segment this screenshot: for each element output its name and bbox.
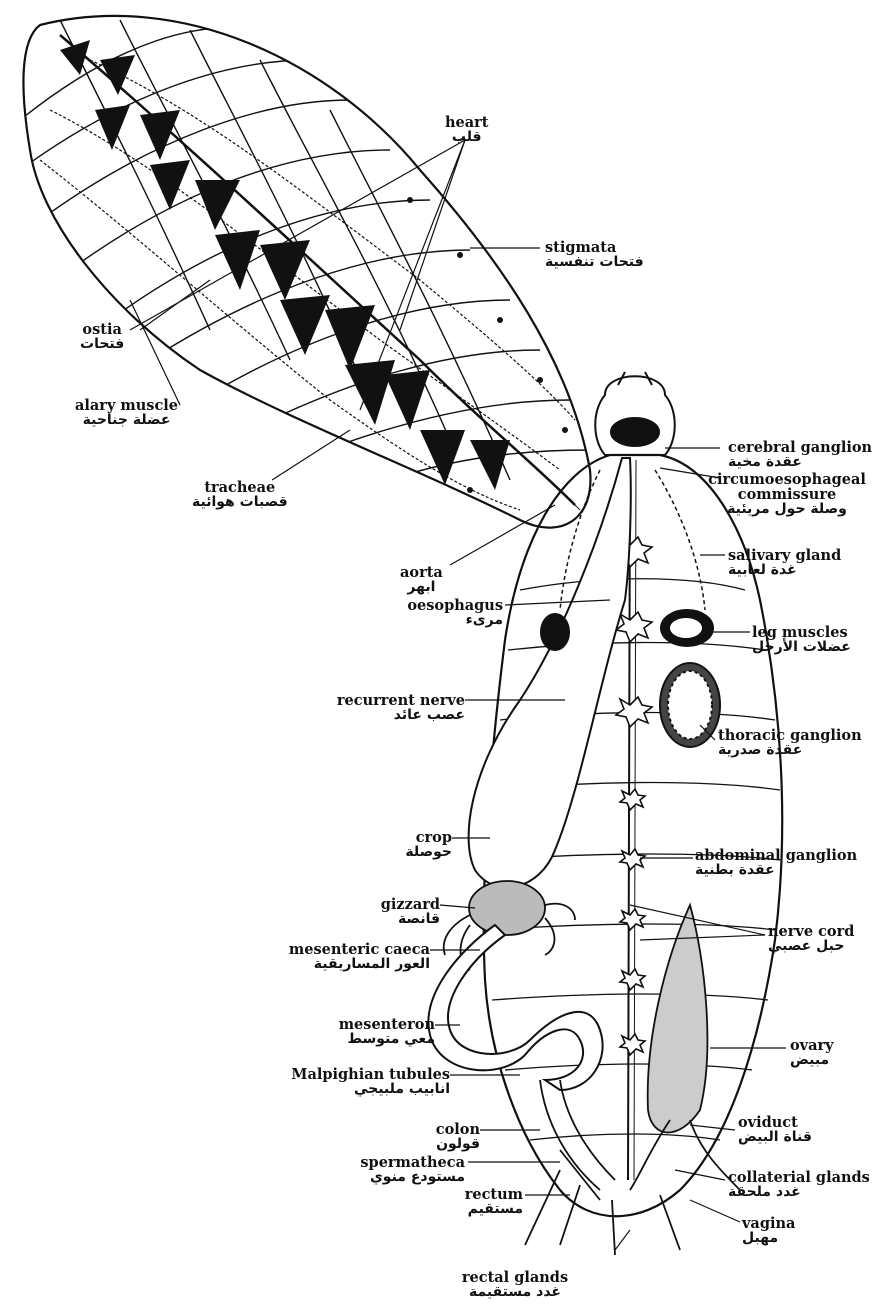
- nerve-cord-chain: [628, 460, 636, 1180]
- head-capsule: [595, 372, 675, 455]
- crop-and-oesophagus: [469, 458, 631, 887]
